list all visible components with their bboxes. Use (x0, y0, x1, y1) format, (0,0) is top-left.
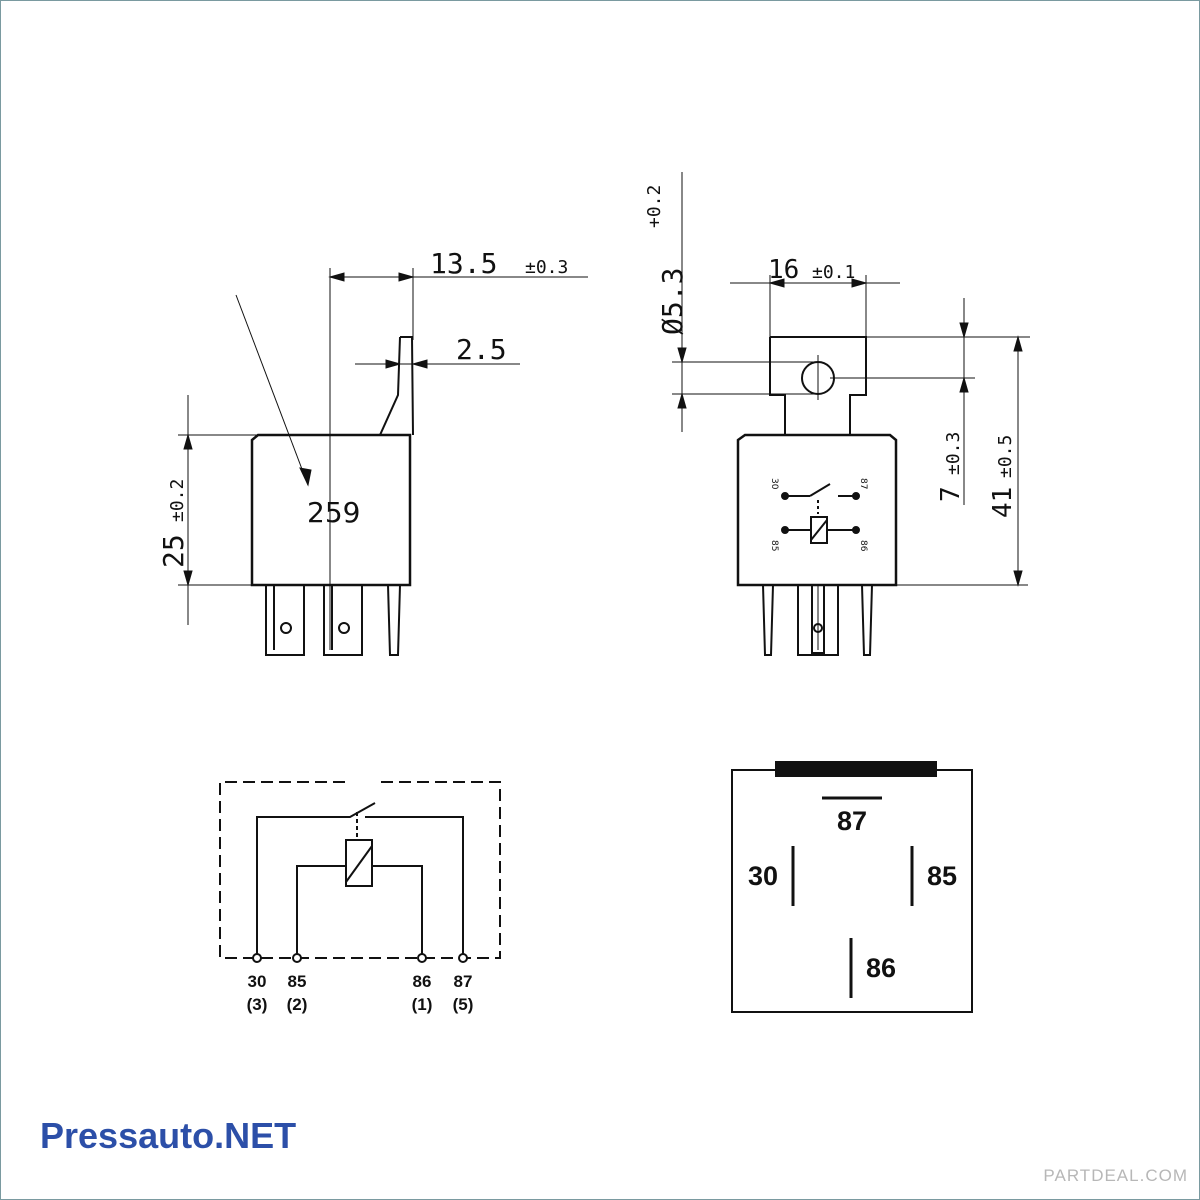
face-label-85: 85 (769, 540, 779, 551)
pin-86-position: (1) (412, 995, 433, 1014)
pin-layout-bottom: 86 (866, 953, 896, 983)
site-brand: Pressauto.NET (40, 1115, 297, 1156)
pin-85-label: 85 (288, 972, 307, 991)
credit-watermark: PARTDEAL.COM (1043, 1166, 1188, 1185)
dim-total-height-value: 41 (988, 487, 1018, 518)
pin-30-position: (3) (247, 995, 268, 1014)
part-number: 259 (307, 496, 360, 529)
pin-86-label: 86 (413, 972, 432, 991)
pin-layout-top: 87 (837, 806, 867, 836)
pin-87-position: (5) (453, 995, 474, 1014)
pin-layout (731, 761, 973, 1013)
face-label-30: 30 (769, 478, 779, 490)
front-view (672, 172, 1030, 656)
pin-30-label: 30 (248, 972, 267, 991)
wiring-schematic (219, 781, 501, 963)
dim-hole-value: Ø5.3 (656, 268, 689, 335)
dim-width-tol: ±0.3 (525, 257, 568, 278)
dim-width-value: 13.5 (430, 247, 497, 280)
dim-height-value: 25 (157, 534, 190, 568)
pin-87-label: 87 (454, 972, 473, 991)
dim-total-height-tol: ±0.5 (995, 435, 1016, 478)
pin-layout-right: 85 (927, 861, 957, 891)
dim-tab-width-tol: ±0.1 (812, 262, 855, 283)
dim-tab-value: 2.5 (456, 333, 507, 366)
dim-tab-width-value: 16 (768, 255, 799, 285)
dim-height-tol: ±0.2 (167, 479, 188, 522)
pin-layout-left: 30 (748, 861, 778, 891)
face-label-87: 87 (858, 478, 868, 489)
dim-hole-tol: +0.2 (644, 185, 665, 228)
side-view (178, 268, 588, 656)
face-label-86: 86 (858, 540, 868, 552)
dim-tab-height-tol: ±0.3 (943, 432, 964, 475)
dim-tab-height-value: 7 (936, 486, 966, 502)
pin-85-position: (2) (287, 995, 308, 1014)
